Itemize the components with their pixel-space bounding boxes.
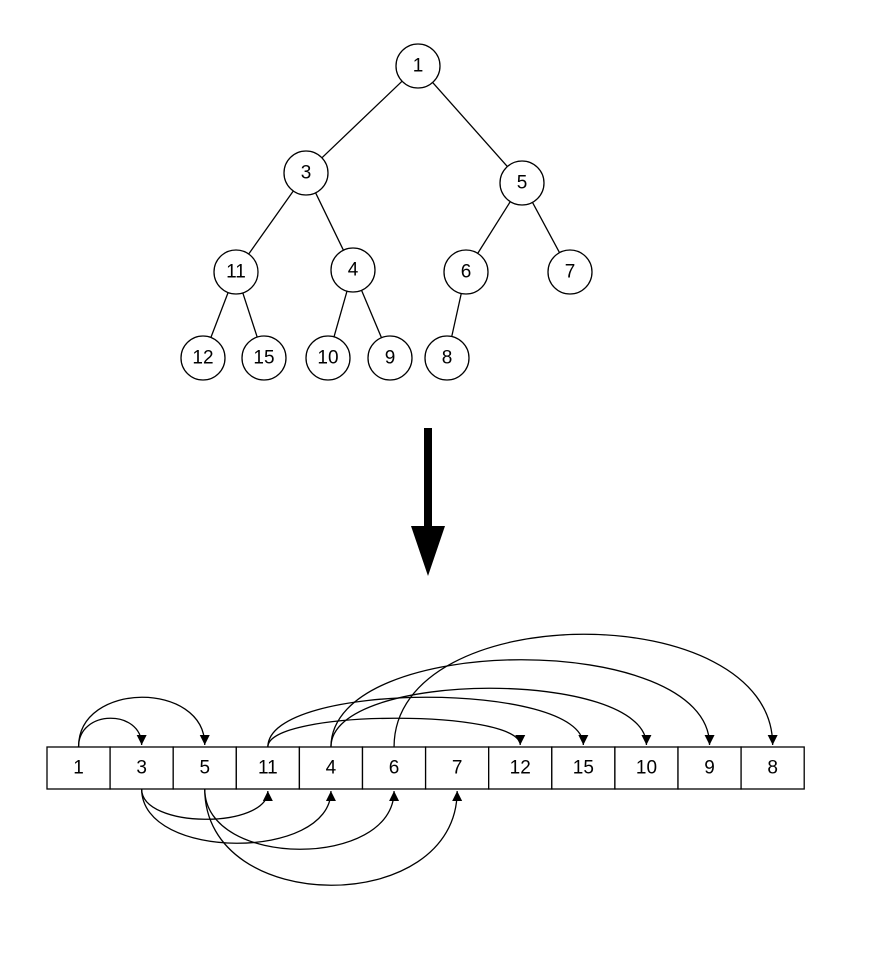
array-cell-label: 6 (389, 758, 400, 779)
array-cell-box (361, 746, 427, 790)
array-cell: 6 (361, 746, 427, 790)
array-cell: 4 (298, 746, 364, 790)
tree-edge (432, 82, 508, 167)
link-arrow (141, 788, 273, 820)
tree-node: 6 (443, 249, 489, 295)
link-arrow (77, 717, 147, 748)
tree-edge (248, 190, 294, 255)
tree-edge (451, 293, 462, 337)
array-cell-label: 1 (73, 758, 84, 779)
array-cell-box (551, 746, 616, 790)
array-cell-label: 12 (510, 758, 531, 779)
tree-node: 4 (330, 247, 376, 293)
array-cell-box (424, 746, 490, 790)
array-cell-label: 10 (636, 758, 657, 779)
tree-node-circle (330, 247, 376, 293)
array-cell-box (46, 746, 111, 790)
tree-edge (531, 202, 561, 253)
array-cell: 5 (172, 746, 237, 790)
tree-node: 8 (424, 335, 470, 381)
tree-edge (477, 201, 511, 254)
array-cell-box (109, 746, 174, 790)
tree-node-label: 3 (301, 163, 312, 184)
array-cell: 11 (235, 746, 301, 790)
array-cell: 3 (109, 746, 174, 790)
array-cell: 12 (488, 746, 553, 790)
tree-node: 10 (305, 335, 351, 381)
link-arrow (267, 696, 589, 748)
conversion-arrow (411, 428, 445, 576)
tree-node-label: 7 (565, 262, 576, 283)
tree-node-label: 12 (192, 348, 213, 369)
tree-node: 3 (283, 150, 329, 196)
tree-edge (333, 290, 348, 338)
link-arrow (204, 788, 463, 886)
tree-edges (210, 80, 561, 338)
tree-node-circle (499, 160, 545, 206)
array-cell: 9 (677, 746, 742, 790)
tree-edge (242, 292, 258, 338)
tree-node-label: 15 (253, 348, 274, 369)
array-cell: 10 (614, 746, 679, 790)
tree-node-circle (367, 335, 413, 381)
array-cell: 7 (424, 746, 490, 790)
tree-node: 9 (367, 335, 413, 381)
tree-node-circle (547, 249, 593, 295)
heap-array: 1 3 5 11 4 6 7 12 15 10 9 8 (46, 746, 805, 790)
tree-node-label: 6 (461, 262, 472, 283)
link-arrow (204, 788, 400, 850)
tree-node-circle (395, 43, 441, 89)
tree-node: 1 (395, 43, 441, 89)
tree-node-label: 10 (317, 348, 338, 369)
array-cell-box (614, 746, 679, 790)
tree-node-circle (213, 249, 259, 295)
tree-node: 5 (499, 160, 545, 206)
binary-tree: 1 3 5 11 4 6 7 12 15 10 9 8 (180, 43, 593, 381)
tree-node-circle (305, 335, 351, 381)
tree-node: 11 (213, 249, 259, 295)
array-cell-label: 7 (452, 758, 463, 779)
array-cell-box (740, 746, 805, 790)
link-arrow (77, 696, 210, 748)
tree-edge (321, 80, 403, 159)
tree-edge (210, 292, 229, 338)
tree-node-circle (241, 335, 287, 381)
link-arrow (393, 633, 778, 748)
tree-node: 7 (547, 249, 593, 295)
link-arrow (141, 788, 336, 844)
array-cell: 8 (740, 746, 805, 790)
array-cell: 1 (46, 746, 111, 790)
array-cell-box (235, 746, 301, 790)
tree-node-circle (180, 335, 226, 381)
tree-node-circle (424, 335, 470, 381)
array-cell-label: 9 (704, 758, 715, 779)
array-cell-label: 15 (573, 758, 594, 779)
array-cell: 15 (551, 746, 616, 790)
array-cell-label: 4 (326, 758, 337, 779)
tree-node-label: 11 (226, 262, 246, 283)
array-cell-label: 3 (136, 758, 147, 779)
link-arrow (267, 717, 526, 748)
array-cell-label: 8 (767, 758, 778, 779)
tree-node-label: 1 (413, 56, 424, 77)
array-cell-box (488, 746, 553, 790)
parent-child-links (77, 633, 778, 886)
tree-node-label: 9 (385, 348, 396, 369)
tree-node-label: 4 (348, 260, 359, 281)
link-arrow (330, 659, 715, 748)
tree-edge (315, 192, 344, 251)
link-arrow (330, 687, 652, 748)
tree-node: 12 (180, 335, 226, 381)
tree-node: 15 (241, 335, 287, 381)
tree-node-circle (443, 249, 489, 295)
tree-node-circle (283, 150, 329, 196)
tree-edge (360, 290, 383, 338)
tree-node-label: 8 (442, 348, 453, 369)
array-cell-label: 11 (258, 758, 278, 779)
array-cell-label: 5 (199, 758, 210, 779)
tree-node-label: 5 (517, 173, 528, 194)
